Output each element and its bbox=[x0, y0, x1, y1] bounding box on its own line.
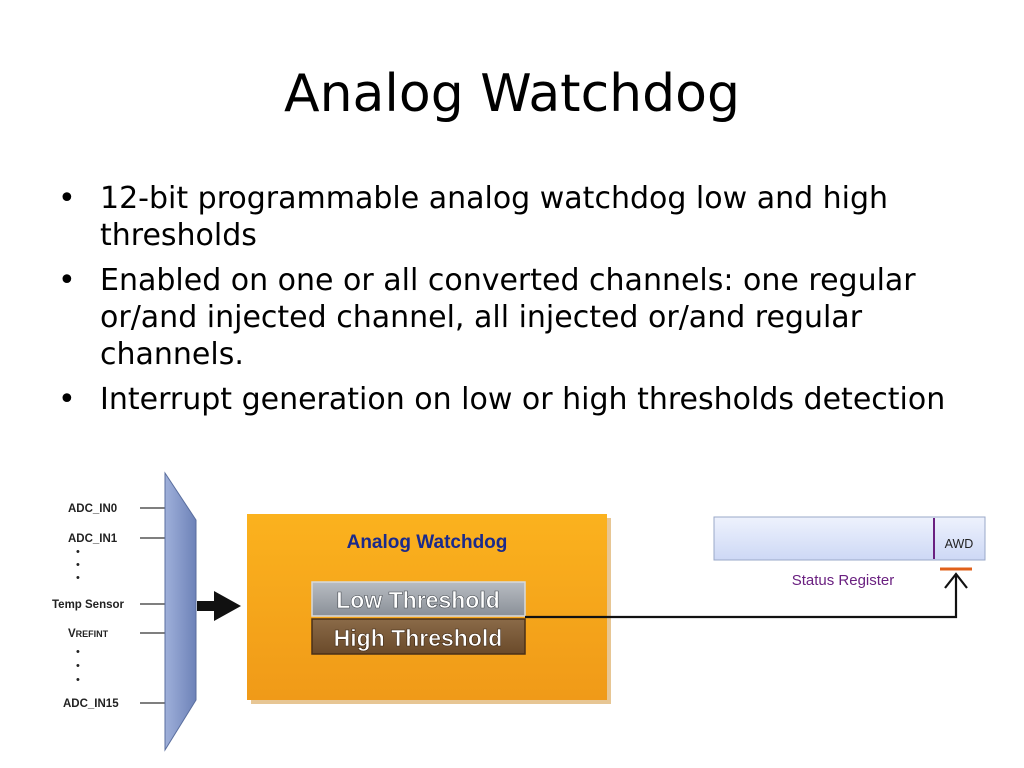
bullet-icon: • bbox=[58, 263, 76, 298]
mux-to-watchdog-arrow bbox=[197, 591, 241, 621]
bullet-text: 12-bit programmable analog watchdog low … bbox=[100, 181, 889, 253]
awd-flag-label: AWD bbox=[945, 537, 974, 551]
bullet-icon: • bbox=[58, 382, 76, 417]
low-threshold-box bbox=[311, 581, 526, 617]
input-label-adc-in0: ADC_IN0 bbox=[68, 503, 117, 515]
watchdog-diagram: ADC_IN0 ADC_IN1 • • • Temp Sensor VREFIN… bbox=[52, 471, 986, 752]
status-register bbox=[713, 516, 986, 561]
bullet-text: Enabled on one or all converted channels… bbox=[100, 263, 916, 372]
slide-title: Analog Watchdog bbox=[284, 64, 740, 124]
vrefint-v: V bbox=[68, 628, 76, 640]
input-lines bbox=[140, 507, 165, 704]
input-label-temp-sensor: Temp Sensor bbox=[52, 599, 125, 611]
ellipsis-dot: • bbox=[76, 646, 80, 658]
threshold-to-register-connector bbox=[525, 572, 968, 619]
high-threshold-label: High Threshold bbox=[334, 625, 503, 651]
input-multiplexer bbox=[164, 471, 197, 752]
low-threshold-label: Low Threshold bbox=[336, 587, 500, 613]
bullet-list: • 12-bit programmable analog watchdog low… bbox=[58, 180, 958, 426]
watchdog-title: Analog Watchdog bbox=[347, 532, 508, 553]
ellipsis-dot: • bbox=[76, 674, 80, 686]
input-label-adc-in1: ADC_IN1 bbox=[68, 533, 118, 545]
ellipsis-dot: • bbox=[76, 660, 80, 672]
bullet-icon: • bbox=[58, 181, 76, 216]
bullet-item: • Interrupt generation on low or high thr… bbox=[58, 381, 958, 418]
ellipsis-dot: • bbox=[76, 572, 80, 584]
ellipsis-dot: • bbox=[76, 559, 80, 571]
bullet-item: • 12-bit programmable analog watchdog low… bbox=[58, 180, 958, 254]
input-label-adc-in15: ADC_IN15 bbox=[63, 698, 119, 710]
vrefint-subscript: REFINT bbox=[76, 629, 109, 639]
high-threshold-box bbox=[311, 618, 526, 655]
bullet-text: Interrupt generation on low or high thre… bbox=[100, 382, 946, 417]
status-register-label: Status Register bbox=[792, 572, 895, 589]
bullet-item: • Enabled on one or all converted channel… bbox=[58, 262, 958, 373]
ellipsis-dot: • bbox=[76, 546, 80, 558]
input-label-vrefint: VREFINT bbox=[68, 628, 109, 640]
